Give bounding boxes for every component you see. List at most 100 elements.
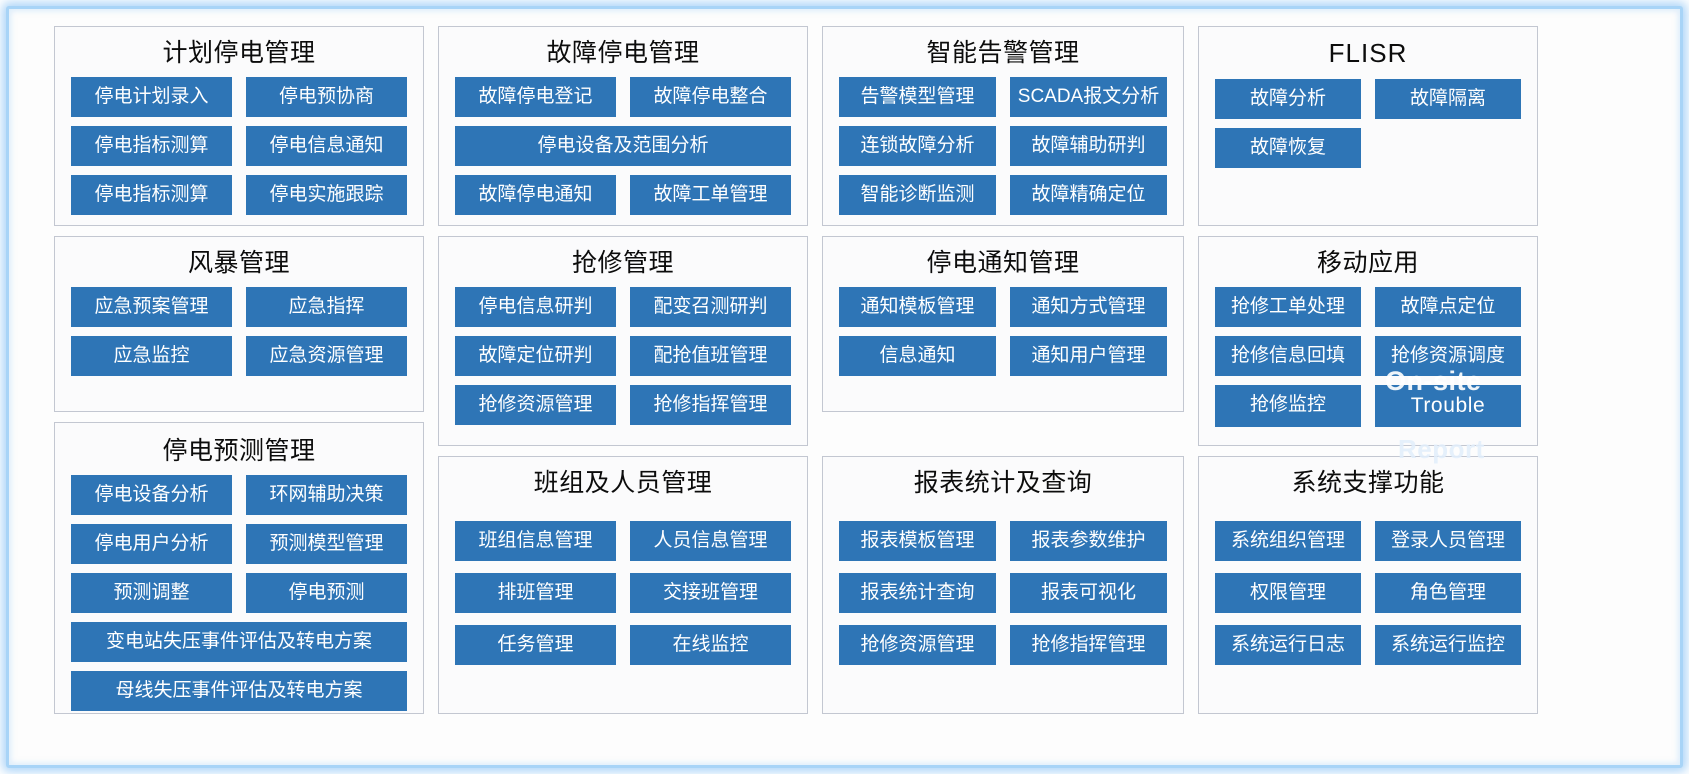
panel-fault-outage-management: 故障停电管理故障停电登记故障停电整合停电设备及范围分析故障停电通知故障工单管理 [438, 26, 808, 226]
panel-title-system-support-functions: 系统支撑功能 [1291, 469, 1445, 497]
panel-flisr: FLISR 故障分析故障隔离故障恢复 [1198, 26, 1538, 226]
function-button[interactable]: 停电指标测算 [71, 175, 232, 216]
function-button[interactable]: 停电信息研判 [455, 287, 616, 328]
panel-title-outage-forecast-management: 停电预测管理 [162, 437, 316, 465]
function-button[interactable]: 应急资源管理 [246, 336, 407, 377]
function-button[interactable]: 母线失压事件评估及转电方案 [71, 671, 407, 712]
function-button[interactable]: 通知方式管理 [1010, 287, 1167, 328]
panel-team-and-personnel-management: 班组及人员管理班组信息管理人员信息管理排班管理交接班管理任务管理在线监控 [438, 456, 808, 714]
function-button[interactable]: 抢修资源调度 [1375, 336, 1521, 377]
function-button[interactable]: 故障点定位 [1375, 287, 1521, 328]
button-grid-team-and-personnel-management: 班组信息管理人员信息管理排班管理交接班管理任务管理在线监控 [455, 521, 791, 666]
function-button[interactable]: 停电实施跟踪 [246, 175, 407, 216]
panel-storm-management: 风暴管理应急预案管理应急指挥应急监控应急资源管理 [54, 236, 424, 412]
function-button[interactable]: 应急预案管理 [71, 287, 232, 328]
function-button[interactable]: 故障停电登记 [455, 77, 616, 118]
function-button[interactable]: 预测模型管理 [246, 524, 407, 565]
function-button[interactable]: 报表统计查询 [839, 573, 996, 614]
function-map-board: 计划停电管理停电计划录入停电预协商停电指标测算停电信息通知停电指标测算停电实施跟… [18, 16, 1671, 758]
panel-title-mobile-application: 移动应用 [1316, 249, 1419, 277]
function-button[interactable]: 故障恢复 [1215, 127, 1361, 168]
button-grid-emergency-repair-management: 停电信息研判配变召测研判故障定位研判配抢值班管理抢修资源管理抢修指挥管理 [455, 287, 791, 426]
function-button[interactable]: 抢修信息回填 [1215, 336, 1361, 377]
panel-title-report-statistics-and-query: 报表统计及查询 [913, 469, 1093, 497]
function-button[interactable]: 故障辅助研判 [1010, 126, 1167, 167]
function-button[interactable]: 智能诊断监测 [839, 175, 996, 216]
function-button[interactable]: 停电预测 [246, 573, 407, 614]
panel-title-fault-outage-management: 故障停电管理 [546, 39, 700, 67]
panel-title-flisr: FLISR [1328, 38, 1408, 68]
panel-title-intelligent-alarm-management: 智能告警管理 [926, 39, 1080, 67]
panel-emergency-repair-management: 抢修管理停电信息研判配变召测研判故障定位研判配抢值班管理抢修资源管理抢修指挥管理 [438, 236, 808, 446]
function-button[interactable]: 交接班管理 [630, 573, 791, 614]
function-button[interactable]: 故障精确定位 [1010, 175, 1167, 216]
function-button[interactable]: 抢修工单处理 [1215, 287, 1361, 328]
function-button[interactable]: 抢修资源管理 [839, 625, 996, 666]
function-button[interactable]: 故障隔离 [1375, 78, 1521, 119]
function-button[interactable]: 应急监控 [71, 336, 232, 377]
function-button[interactable]: 人员信息管理 [630, 521, 791, 562]
function-button[interactable]: 报表模板管理 [839, 521, 996, 562]
panel-title-storm-management: 风暴管理 [187, 249, 290, 277]
function-button[interactable]: 故障定位研判 [455, 336, 616, 377]
function-button[interactable]: 配变召测研判 [630, 287, 791, 328]
function-button[interactable]: 停电用户分析 [71, 524, 232, 565]
function-button[interactable]: 停电设备及范围分析 [455, 126, 791, 167]
panel-system-support-functions: 系统支撑功能系统组织管理登录人员管理权限管理角色管理系统运行日志系统运行监控 [1198, 456, 1538, 714]
function-button[interactable]: 变电站失压事件评估及转电方案 [71, 622, 407, 663]
function-button[interactable]: 在线监控 [630, 625, 791, 666]
panel-title-planned-outage-management: 计划停电管理 [162, 39, 316, 67]
function-button[interactable]: 停电预协商 [246, 77, 407, 118]
function-button[interactable]: 环网辅助决策 [246, 475, 407, 516]
function-button[interactable]: 任务管理 [455, 625, 616, 666]
button-grid-system-support-functions: 系统组织管理登录人员管理权限管理角色管理系统运行日志系统运行监控 [1215, 521, 1521, 666]
function-button[interactable]: 停电设备分析 [71, 475, 232, 516]
function-button[interactable]: 系统运行监控 [1375, 625, 1521, 666]
function-button[interactable]: SCADA报文分析 [1010, 77, 1167, 118]
function-button[interactable]: 通知模板管理 [839, 287, 996, 328]
panel-planned-outage-management: 计划停电管理停电计划录入停电预协商停电指标测算停电信息通知停电指标测算停电实施跟… [54, 26, 424, 226]
panel-title-outage-notification-management: 停电通知管理 [926, 249, 1080, 277]
function-button[interactable]: 排班管理 [455, 573, 616, 614]
function-button[interactable]: 停电信息通知 [246, 126, 407, 167]
function-button[interactable]: 系统运行日志 [1215, 625, 1361, 666]
button-grid-mobile-application: 抢修工单处理故障点定位抢修信息回填抢修资源调度抢修监控 Trouble [1215, 287, 1521, 428]
function-button[interactable]: 停电计划录入 [71, 77, 232, 118]
function-button[interactable]: 权限管理 [1215, 573, 1361, 614]
function-button[interactable]: 连锁故障分析 [839, 126, 996, 167]
button-grid-planned-outage-management: 停电计划录入停电预协商停电指标测算停电信息通知停电指标测算停电实施跟踪 [71, 77, 407, 216]
function-button[interactable]: 应急指挥 [246, 287, 407, 328]
function-button[interactable]: 故障工单管理 [630, 175, 791, 216]
function-button[interactable]: 报表可视化 [1010, 573, 1167, 614]
button-grid-intelligent-alarm-management: 告警模型管理 SCADA报文分析连锁故障分析故障辅助研判智能诊断监测故障精确定位 [839, 77, 1167, 216]
function-button[interactable]: 报表参数维护 [1010, 521, 1167, 562]
panel-mobile-application: 移动应用抢修工单处理故障点定位抢修信息回填抢修资源调度抢修监控 Trouble [1198, 236, 1538, 446]
function-button[interactable]: 停电指标测算 [71, 126, 232, 167]
function-button[interactable]: 预测调整 [71, 573, 232, 614]
function-button[interactable]: 抢修资源管理 [455, 385, 616, 426]
panel-intelligent-alarm-management: 智能告警管理告警模型管理 SCADA报文分析连锁故障分析故障辅助研判智能诊断监测故… [822, 26, 1184, 226]
button-grid-report-statistics-and-query: 报表模板管理报表参数维护报表统计查询报表可视化抢修资源管理抢修指挥管理 [839, 521, 1167, 666]
button-grid-flisr: 故障分析故障隔离故障恢复 [1215, 78, 1521, 168]
panel-title-team-and-personnel-management: 班组及人员管理 [533, 469, 713, 497]
function-button[interactable]: 登录人员管理 [1375, 521, 1521, 562]
function-button[interactable]: 故障分析 [1215, 78, 1361, 119]
function-button[interactable]: 抢修指挥管理 [630, 385, 791, 426]
function-button[interactable]: 通知用户管理 [1010, 336, 1167, 377]
function-button[interactable]: 配抢值班管理 [630, 336, 791, 377]
function-button[interactable]: 抢修指挥管理 [1010, 625, 1167, 666]
function-button[interactable]: 故障停电通知 [455, 175, 616, 216]
button-grid-storm-management: 应急预案管理应急指挥应急监控应急资源管理 [71, 287, 407, 377]
function-button[interactable]: 角色管理 [1375, 573, 1521, 614]
function-button[interactable]: 抢修监控 [1215, 385, 1361, 428]
function-button[interactable]: 告警模型管理 [839, 77, 996, 118]
panel-report-statistics-and-query: 报表统计及查询报表模板管理报表参数维护报表统计查询报表可视化抢修资源管理抢修指挥… [822, 456, 1184, 714]
panel-outage-notification-management: 停电通知管理通知模板管理通知方式管理信息通知通知用户管理 [822, 236, 1184, 412]
function-button[interactable]: Trouble [1375, 385, 1521, 428]
function-button[interactable]: 信息通知 [839, 336, 996, 377]
function-button[interactable]: 系统组织管理 [1215, 521, 1361, 562]
function-button[interactable]: 故障停电整合 [630, 77, 791, 118]
panel-title-emergency-repair-management: 抢修管理 [571, 249, 674, 277]
function-button[interactable]: 班组信息管理 [455, 521, 616, 562]
